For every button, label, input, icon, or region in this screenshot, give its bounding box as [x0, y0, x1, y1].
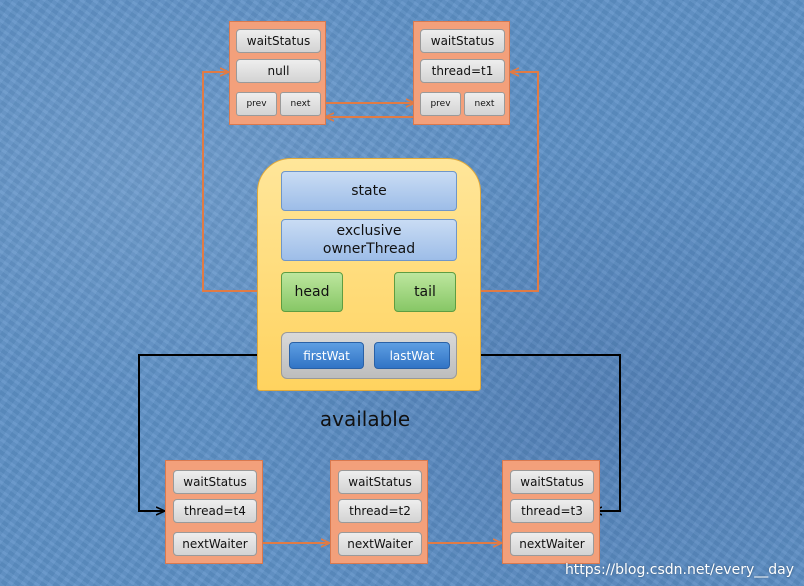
thread-cell: thread=t4	[173, 499, 257, 523]
head-field: head	[281, 272, 343, 312]
owner-thread-label: ownerThread	[322, 241, 416, 257]
exclusive-owner-field: exclusive ownerThread	[281, 219, 457, 261]
wait-status-cell: waitStatus	[420, 29, 505, 53]
exclusive-label: exclusive	[336, 223, 402, 239]
last-waiter-link	[456, 354, 621, 511]
wait-status-cell: waitStatus	[236, 29, 321, 53]
available-caption: available	[319, 407, 411, 431]
next-cell: next	[280, 92, 321, 116]
top-node-head: waitStatus null prev next	[229, 21, 326, 125]
next-waiter-cell: nextWaiter	[338, 532, 422, 556]
wait-status-cell: waitStatus	[338, 470, 422, 494]
thread-cell: thread=t2	[338, 499, 422, 523]
tail-link	[456, 72, 539, 292]
waiters-bar: firstWat lastWat	[281, 332, 457, 379]
next-cell: next	[464, 92, 505, 116]
top-node-tail: waitStatus thread=t1 prev next	[413, 21, 510, 125]
last-waiter-field: lastWat	[374, 342, 450, 369]
thread-cell: thread=t3	[510, 499, 594, 523]
waiter-node-t3: waitStatus thread=t3 nextWaiter	[502, 460, 600, 564]
first-waiter-link	[138, 354, 281, 511]
head-link	[202, 72, 281, 292]
state-field: state	[281, 171, 457, 211]
prev-cell: prev	[236, 92, 277, 116]
wait-status-cell: waitStatus	[510, 470, 594, 494]
tail-field: tail	[394, 272, 456, 312]
next-waiter-cell: nextWaiter	[173, 532, 257, 556]
next-waiter-cell: nextWaiter	[510, 532, 594, 556]
watermark-text: https://blog.csdn.net/every__day	[564, 562, 794, 578]
prev-cell: prev	[420, 92, 461, 116]
waiter-node-t2: waitStatus thread=t2 nextWaiter	[330, 460, 428, 564]
value-cell: null	[236, 59, 321, 83]
first-waiter-field: firstWat	[289, 342, 364, 369]
value-cell: thread=t1	[420, 59, 505, 83]
wait-status-cell: waitStatus	[173, 470, 257, 494]
waiter-node-t4: waitStatus thread=t4 nextWaiter	[165, 460, 263, 564]
sync-object: state exclusive ownerThread head tail fi…	[257, 158, 481, 391]
